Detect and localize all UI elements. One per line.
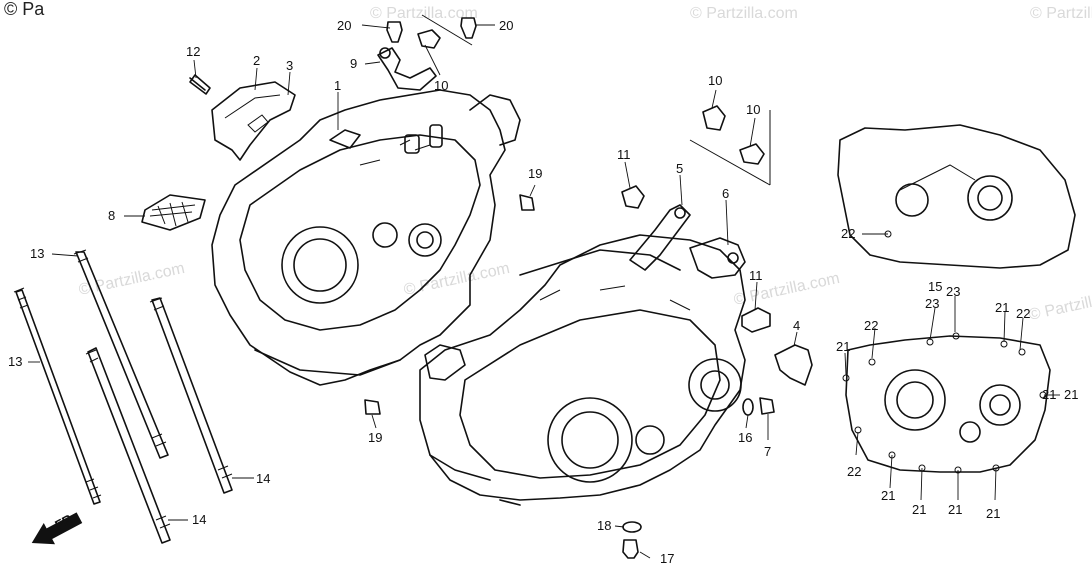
callout-15: 15	[928, 279, 942, 294]
dowel-7	[759, 397, 775, 415]
callout-8: 8	[108, 208, 115, 223]
callout-23: 23	[946, 284, 960, 299]
callout-22: 22	[847, 464, 861, 479]
stud-14-left	[85, 347, 171, 544]
callout-1: 1	[334, 78, 341, 93]
callout-14-right: 14	[256, 471, 270, 486]
filter-screen	[141, 194, 206, 231]
callout-3: 3	[286, 58, 293, 73]
callout-10-right-b: 10	[746, 102, 760, 117]
bracket-6	[689, 237, 746, 279]
callout-4: 4	[793, 318, 800, 333]
divider-line-right	[689, 110, 771, 186]
arm-5	[629, 204, 691, 271]
bolt-20-left	[386, 21, 403, 43]
callout-20-left: 20	[337, 18, 351, 33]
bolt-20-right	[460, 17, 477, 39]
o-ring-16	[742, 398, 754, 416]
callout-11-upper: 11	[617, 147, 631, 162]
callout-21: 21	[948, 502, 962, 517]
gasket-lower	[845, 335, 1051, 473]
bolt-17	[622, 539, 639, 559]
callout-10-top: 10	[434, 78, 448, 93]
callout-22: 22	[841, 226, 855, 241]
gasket-bolt-holes	[842, 230, 1047, 474]
callout-19-upper: 19	[528, 166, 542, 181]
clip-10-right-b	[739, 143, 765, 165]
clip-10-right-a	[702, 105, 726, 131]
clip-11-upper	[621, 185, 645, 209]
callout-22: 22	[1016, 306, 1030, 321]
callout-21: 21	[836, 339, 850, 354]
front-arrow-icon	[31, 512, 83, 545]
divider-line	[421, 14, 473, 46]
watermark: © Partzilla.com	[1030, 5, 1092, 22]
callout-19-lower: 19	[368, 430, 382, 445]
left-crankcase	[211, 89, 521, 386]
callout-21: 21	[881, 488, 895, 503]
callout-13-upper: 13	[30, 246, 44, 261]
stud-13-right	[73, 249, 169, 459]
callout-20-right: 20	[499, 18, 513, 33]
callout-17: 17	[660, 551, 674, 566]
watermark: © Partzilla.com	[77, 260, 186, 299]
callout-13-lower: 13	[8, 354, 22, 369]
callout-9: 9	[350, 56, 357, 71]
callout-22: 22	[864, 318, 878, 333]
callout-21: 21	[986, 506, 1000, 521]
plate-4	[774, 344, 813, 386]
bolt-12	[189, 74, 211, 95]
clip-10-top	[417, 29, 441, 49]
breather-cover	[211, 81, 296, 161]
washer-18	[622, 521, 642, 533]
callout-21: 21	[1064, 387, 1078, 402]
right-crankcase	[419, 234, 746, 506]
bracket-9	[377, 47, 437, 91]
stud-14-right	[149, 297, 233, 494]
callouts: 1 2 3 4 5 6 7 8 9 10 10 10 11 11 12 13 1…	[8, 18, 1078, 566]
leader-lines	[28, 24, 1060, 559]
callout-21: 21	[1042, 387, 1056, 402]
watermark: © Partzilla.com	[1027, 285, 1092, 324]
callout-18: 18	[597, 518, 611, 533]
watermark: © Partzilla.com	[402, 260, 511, 299]
callout-2: 2	[253, 53, 260, 68]
callout-10-right-a: 10	[708, 73, 722, 88]
callout-21: 21	[912, 502, 926, 517]
callout-14-left: 14	[192, 512, 206, 527]
dowel-19-lower	[364, 399, 381, 415]
dowel-19-upper	[519, 194, 535, 211]
stud-13-left	[13, 287, 102, 505]
clip-11-lower	[741, 307, 771, 333]
copyright-text: © Pa	[4, 0, 45, 19]
callout-11-lower: 11	[749, 268, 763, 283]
callout-16: 16	[738, 430, 752, 445]
watermark: © Partzilla.com	[370, 5, 478, 22]
callout-23: 23	[925, 296, 939, 311]
watermark: © Partzilla.com	[690, 5, 798, 22]
callout-12: 12	[186, 44, 200, 59]
callout-6: 6	[722, 186, 729, 201]
callout-5: 5	[676, 161, 683, 176]
callout-7: 7	[764, 444, 771, 459]
gasket-upper	[837, 124, 1076, 269]
callout-21: 21	[995, 300, 1009, 315]
